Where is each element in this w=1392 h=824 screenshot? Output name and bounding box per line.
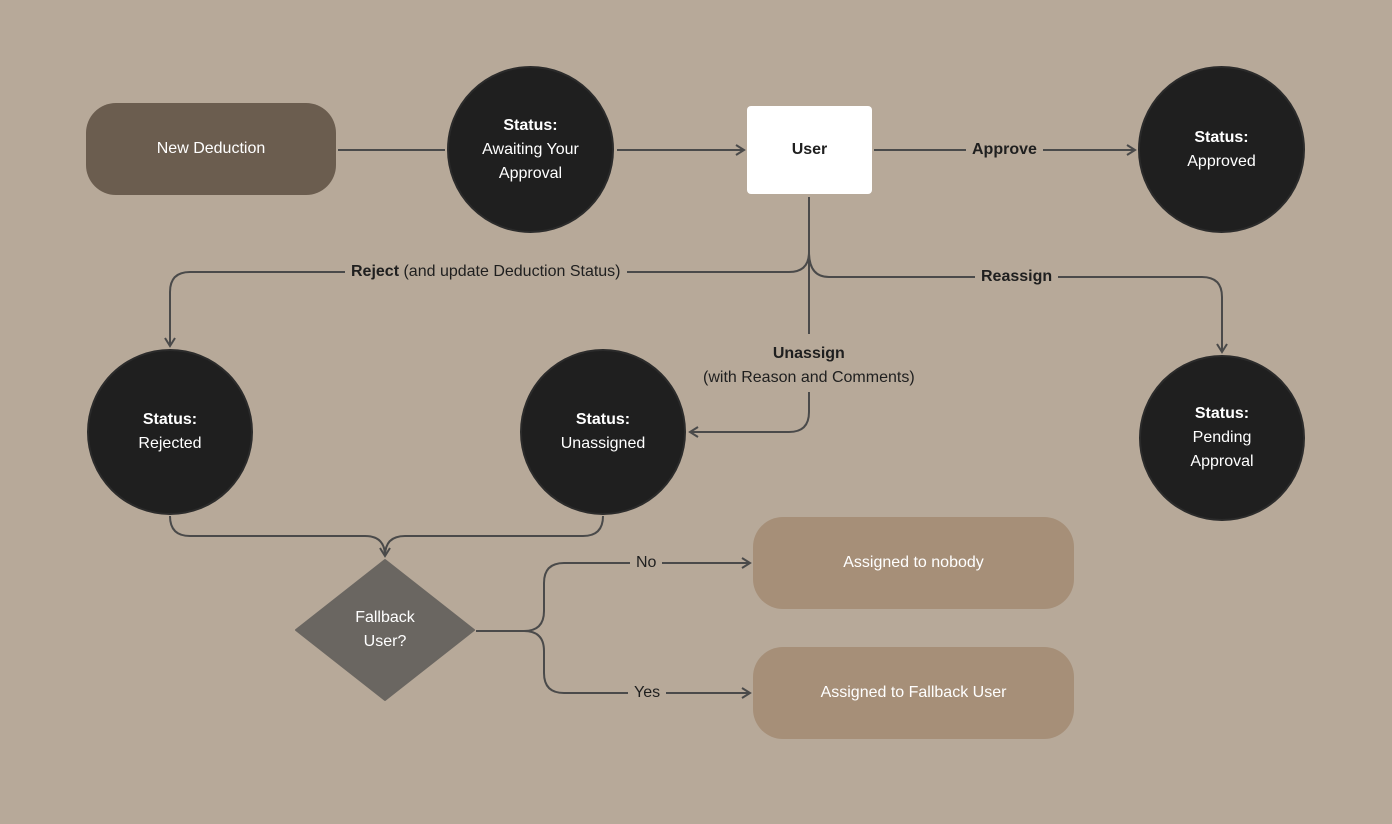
yes-edge-label: Yes <box>628 681 667 705</box>
reassign-label: Reassign <box>981 268 1053 285</box>
status-awaiting-line2: Awaiting Your <box>482 140 579 158</box>
assigned-to-fallback-label: Assigned to Fallback User <box>820 684 1007 701</box>
new-deduction-node: New Deduction <box>86 103 336 195</box>
status-rejected-node: Status: Rejected <box>87 349 253 515</box>
user-node: User <box>747 106 872 194</box>
status-approved-node: Status: Approved <box>1138 66 1305 233</box>
unassign-note: (with Reason and Comments) <box>703 369 915 386</box>
assigned-to-fallback-node: Assigned to Fallback User <box>753 647 1074 739</box>
status-unassigned-value: Unassigned <box>560 435 646 452</box>
edge-unassigned-to-fallback <box>384 515 604 557</box>
edge-reassign <box>808 251 1228 354</box>
approve-edge-label: Approve <box>966 138 1043 162</box>
status-awaiting-heading: Status: <box>503 116 558 134</box>
reassign-edge-label: Reassign <box>975 265 1059 289</box>
edge-reject <box>164 251 810 348</box>
status-pending-approval-node: Status: Pending Approval <box>1139 355 1305 521</box>
no-label: No <box>636 554 657 571</box>
fallback-decision-label: Fallback User? <box>325 600 445 660</box>
edge-fallback-yes <box>523 630 752 699</box>
status-rejected-value: Rejected <box>138 435 202 452</box>
reject-note: (and update Deduction Status) <box>399 263 621 280</box>
fallback-decision-diamond <box>295 559 475 701</box>
status-unassigned-heading: Status: <box>575 411 631 428</box>
approve-label: Approve <box>972 141 1037 158</box>
no-edge-label: No <box>630 551 663 575</box>
status-approved-value: Approved <box>1187 152 1256 170</box>
edge-unassign <box>688 392 810 438</box>
unassign-edge-label: Unassign (with Reason and Comments) <box>697 342 921 390</box>
fallback-line2: User? <box>363 633 407 650</box>
unassign-label: Unassign <box>772 345 845 362</box>
user-label: User <box>791 141 828 158</box>
status-approved-heading: Status: <box>1194 128 1249 146</box>
edge-rejected-to-fallback <box>169 515 391 558</box>
reject-edge-label: Reject (and update Deduction Status) <box>345 260 627 284</box>
assigned-to-nobody-node: Assigned to nobody <box>753 517 1074 609</box>
status-pending-heading: Status: <box>1194 405 1250 422</box>
status-pending-line3: Approval <box>1190 453 1254 470</box>
new-deduction-label: New Deduction <box>156 140 266 157</box>
status-unassigned-node: Status: Unassigned <box>520 349 686 515</box>
status-pending-line2: Pending <box>1192 429 1252 446</box>
edge-fallback-no <box>476 557 752 632</box>
yes-label: Yes <box>634 684 661 701</box>
fallback-line1: Fallback <box>355 609 415 626</box>
reject-label: Reject <box>351 263 400 280</box>
status-awaiting-line3: Approval <box>498 164 563 182</box>
assigned-to-nobody-label: Assigned to nobody <box>843 554 984 571</box>
status-rejected-heading: Status: <box>142 411 198 428</box>
status-awaiting-approval-node: Status: Awaiting Your Approval <box>447 66 614 233</box>
